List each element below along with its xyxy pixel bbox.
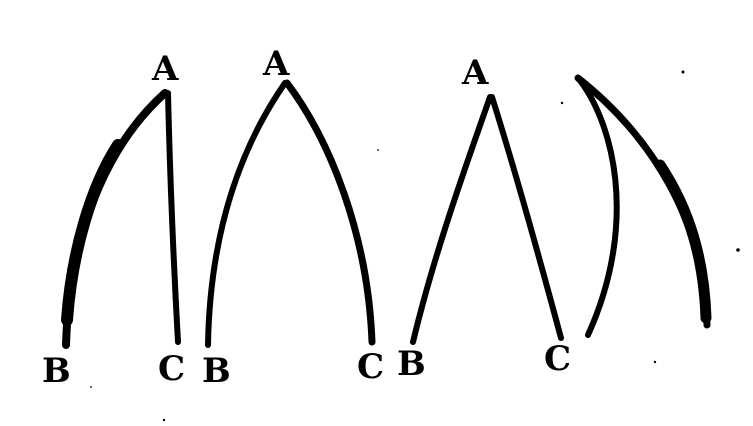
figure-2-left-arc (205, 80, 288, 348)
figure-3-right-line (489, 94, 564, 341)
figure-4-inner-arc (575, 75, 620, 338)
speck (736, 248, 740, 252)
speck (90, 386, 92, 388)
figure-3-right-label: C (544, 339, 571, 379)
figure-2-right-arc (283, 79, 376, 346)
figure-2-apex-label: A (262, 44, 290, 84)
figure-3: A B C (397, 53, 571, 384)
figure-1-right-line (165, 90, 181, 345)
figure-3-left-line (410, 94, 493, 345)
figure-4 (574, 74, 712, 338)
speck (377, 149, 379, 151)
figure-1-left-arc-thick (61, 139, 124, 326)
figure-1-right-label: C (158, 349, 185, 389)
figure-1: A B C (42, 49, 185, 391)
figure-4-outer-arc-thick (654, 159, 712, 324)
figure-2-right-label: C (357, 347, 384, 387)
speck (681, 70, 685, 74)
speck (653, 360, 657, 364)
figure-3-left-label: B (397, 344, 426, 384)
figure-1-left-label: B (42, 351, 71, 391)
speck (162, 418, 166, 422)
figure-1-apex-label: A (151, 49, 179, 89)
scan-specks (90, 70, 740, 422)
speck (560, 101, 564, 105)
figure-3-apex-label: A (461, 53, 489, 93)
figure-2-left-label: B (202, 351, 231, 391)
figure-2: A B C (202, 44, 384, 391)
